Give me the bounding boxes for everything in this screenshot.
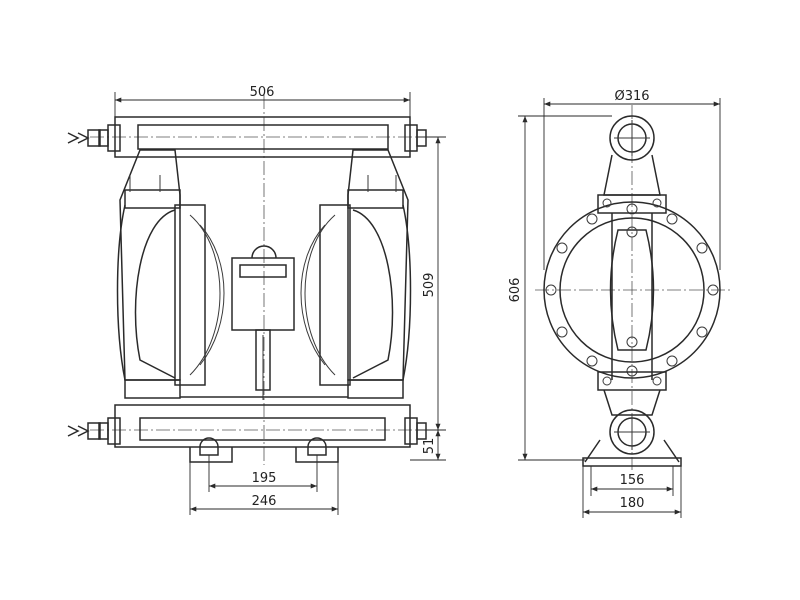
dim-side-base-inner: 156 (620, 473, 645, 488)
dim-side-base-outer: 180 (620, 496, 645, 511)
front-view (67, 95, 440, 465)
dim-side-diameter: Ø316 (614, 89, 649, 104)
dim-foot-inner: 195 (252, 471, 277, 486)
dim-front-width: 506 (250, 85, 275, 100)
side-central-body (597, 198, 667, 391)
bottom-manifold (98, 404, 427, 448)
flange-bolt-holes (545, 203, 719, 377)
top-manifold (98, 116, 427, 158)
dim-foot-outer: 246 (252, 494, 277, 509)
inner-housing-circle (559, 217, 705, 363)
top-port-fitting (67, 129, 101, 147)
dim-side-height: 606 (508, 278, 523, 303)
side-bottom-port (582, 389, 682, 467)
side-dimensions: Ø316 606 156 180 (508, 89, 721, 518)
left-chamber (116, 149, 225, 399)
outer-flange-circle (543, 201, 721, 379)
side-view (535, 105, 730, 470)
dim-port-height: 51 (422, 438, 437, 455)
side-top-port (597, 115, 667, 214)
air-valve-block (180, 245, 348, 400)
dim-front-height: 509 (422, 273, 437, 298)
bottom-port-fitting (67, 422, 101, 440)
right-chamber (300, 149, 412, 399)
front-dimensions: 506 509 51 195 246 (114, 85, 446, 515)
